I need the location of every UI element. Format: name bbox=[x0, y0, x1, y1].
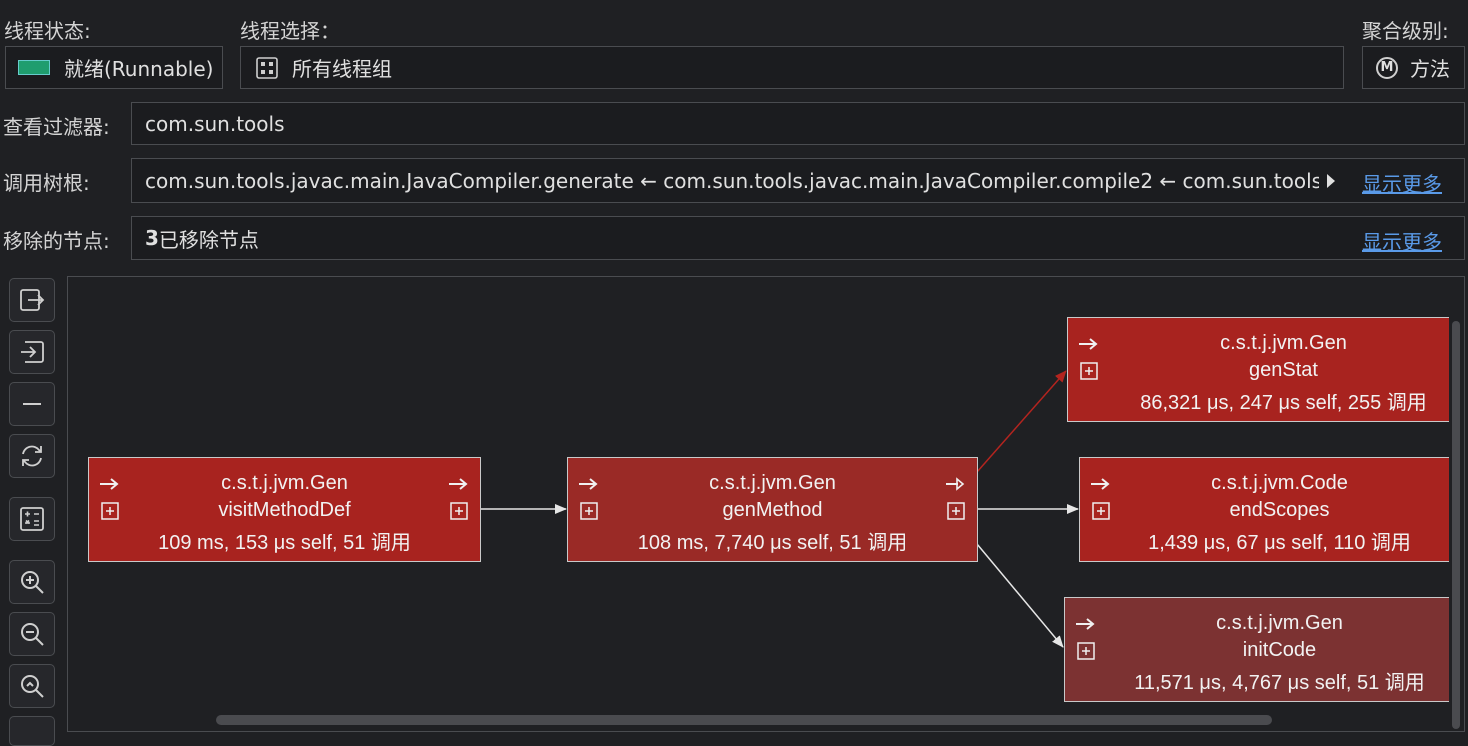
zoom-in-button[interactable] bbox=[9, 560, 55, 604]
thread-select-label: 线程选择： bbox=[240, 19, 340, 43]
edge-genMethod-initCode bbox=[976, 543, 1064, 648]
removed-nodes-label: 移除的节点: bbox=[3, 229, 110, 253]
view-filter-value: com.sun.tools bbox=[145, 111, 285, 136]
more-tools-button[interactable] bbox=[9, 716, 55, 746]
arrow-right-icon[interactable] bbox=[578, 476, 600, 492]
method-m-letter: M bbox=[1380, 60, 1394, 75]
node-class-name: c.s.t.j.jvm.Gen bbox=[709, 472, 836, 494]
call-graph-edges bbox=[480, 370, 1079, 648]
node-stats: 109 ms, 153 μs self, 51 调用 bbox=[158, 532, 411, 554]
expand-plus-icon[interactable] bbox=[450, 502, 468, 520]
arrow-right-icon[interactable] bbox=[1078, 336, 1100, 352]
thread-state-label: 线程状态: bbox=[4, 19, 91, 43]
remove-button[interactable] bbox=[9, 382, 55, 426]
call-tree-root-show-more-link[interactable]: 显示更多 bbox=[1362, 172, 1442, 196]
expand-out-button[interactable] bbox=[9, 278, 55, 322]
call-tree-root-value: com.sun.tools.javac.main.JavaCompiler.ge… bbox=[145, 168, 1319, 193]
edge-genMethod-genStat bbox=[976, 370, 1067, 473]
thread-state-dropdown[interactable]: 就绪(Runnable) bbox=[5, 46, 223, 89]
caret-right-icon[interactable] bbox=[1327, 173, 1335, 188]
aggregation-dropdown[interactable]: M 方法 bbox=[1362, 46, 1465, 89]
call-node-genStat[interactable]: c.s.t.j.jvm.Gen genStat 86,321 μs, 247 μ… bbox=[1067, 317, 1449, 422]
arrow-right-icon[interactable] bbox=[1075, 616, 1097, 632]
node-stats: 86,321 μs, 247 μs self, 255 调用 bbox=[1140, 392, 1427, 414]
removed-nodes-count: 3 bbox=[145, 226, 159, 250]
view-filter-input[interactable]: com.sun.tools bbox=[131, 102, 1465, 145]
expand-plus-icon[interactable] bbox=[101, 502, 119, 520]
removed-nodes-field: 3 已移除节点 显示更多 bbox=[131, 216, 1465, 260]
calculator-button[interactable] bbox=[9, 497, 55, 541]
zoom-in-icon bbox=[21, 571, 44, 594]
node-stats: 11,571 μs, 4,767 μs self, 51 调用 bbox=[1134, 672, 1425, 694]
calculator-icon bbox=[20, 507, 44, 531]
thread-select-value: 所有线程组 bbox=[292, 57, 392, 81]
arrow-right-outline-icon[interactable] bbox=[945, 476, 967, 492]
call-tree-root-field: com.sun.tools.javac.main.JavaCompiler.ge… bbox=[131, 158, 1465, 203]
expand-plus-icon[interactable] bbox=[1080, 362, 1098, 380]
call-tree-root-label: 调用树根: bbox=[3, 171, 90, 195]
thread-state-value: 就绪(Runnable) bbox=[64, 57, 214, 81]
grid-icon bbox=[256, 56, 278, 79]
arrow-right-icon[interactable] bbox=[448, 476, 470, 492]
node-method-name: genMethod bbox=[722, 499, 823, 521]
node-method-name: initCode bbox=[1242, 639, 1317, 661]
refresh-icon bbox=[22, 445, 42, 467]
removed-nodes-show-more-link[interactable]: 显示更多 bbox=[1362, 230, 1442, 254]
node-method-name: endScopes bbox=[1229, 499, 1330, 521]
node-stats: 108 ms, 7,740 μs self, 51 调用 bbox=[637, 532, 908, 554]
call-node-genMethod[interactable]: c.s.t.j.jvm.Gen genMethod 108 ms, 7,740 … bbox=[567, 457, 978, 562]
zoom-fit-button[interactable] bbox=[9, 664, 55, 708]
expand-plus-icon[interactable] bbox=[1077, 642, 1095, 660]
expand-out-icon bbox=[20, 289, 45, 311]
view-filter-label: 查看过滤器: bbox=[3, 115, 110, 139]
node-class-name: c.s.t.j.jvm.Code bbox=[1211, 472, 1348, 494]
zoom-fit-icon bbox=[21, 675, 44, 698]
thread-select-dropdown[interactable]: 所有线程组 bbox=[240, 46, 1344, 89]
node-stats: 1,439 μs, 67 μs self, 110 调用 bbox=[1148, 532, 1411, 554]
node-method-name: visitMethodDef bbox=[218, 499, 351, 521]
node-class-name: c.s.t.j.jvm.Gen bbox=[221, 472, 348, 494]
expand-plus-icon[interactable] bbox=[1092, 502, 1110, 520]
call-graph-canvas[interactable]: c.s.t.j.jvm.Gen visitMethodDef 109 ms, 1… bbox=[67, 276, 1465, 732]
removed-nodes-suffix: 已移除节点 bbox=[158, 227, 259, 252]
node-class-name: c.s.t.j.jvm.Gen bbox=[1220, 332, 1347, 354]
node-method-name: genStat bbox=[1249, 359, 1318, 381]
expand-plus-icon[interactable] bbox=[947, 502, 965, 520]
collapse-in-button[interactable] bbox=[9, 330, 55, 374]
runnable-swatch-icon bbox=[18, 60, 50, 75]
arrow-right-icon[interactable] bbox=[99, 476, 121, 492]
collapse-in-icon bbox=[21, 341, 44, 363]
call-node-initCode[interactable]: c.s.t.j.jvm.Gen initCode 11,571 μs, 4,76… bbox=[1064, 597, 1449, 702]
arrow-right-icon[interactable] bbox=[1090, 476, 1112, 492]
node-class-name: c.s.t.j.jvm.Gen bbox=[1216, 612, 1343, 634]
call-node-visitMethodDef[interactable]: c.s.t.j.jvm.Gen visitMethodDef 109 ms, 1… bbox=[88, 457, 481, 562]
aggregation-value: 方法 bbox=[1410, 57, 1450, 81]
aggregation-label: 聚合级别: bbox=[1362, 19, 1449, 43]
vertical-scrollbar[interactable] bbox=[1452, 321, 1460, 729]
horizontal-scrollbar[interactable] bbox=[216, 715, 1272, 725]
refresh-button[interactable] bbox=[9, 434, 55, 478]
remove-icon bbox=[23, 403, 41, 405]
expand-plus-icon[interactable] bbox=[580, 502, 598, 520]
zoom-out-icon bbox=[21, 623, 44, 646]
call-node-endScopes[interactable]: c.s.t.j.jvm.Code endScopes 1,439 μs, 67 … bbox=[1079, 457, 1449, 562]
zoom-out-button[interactable] bbox=[9, 612, 55, 656]
method-m-icon: M bbox=[1376, 56, 1398, 79]
